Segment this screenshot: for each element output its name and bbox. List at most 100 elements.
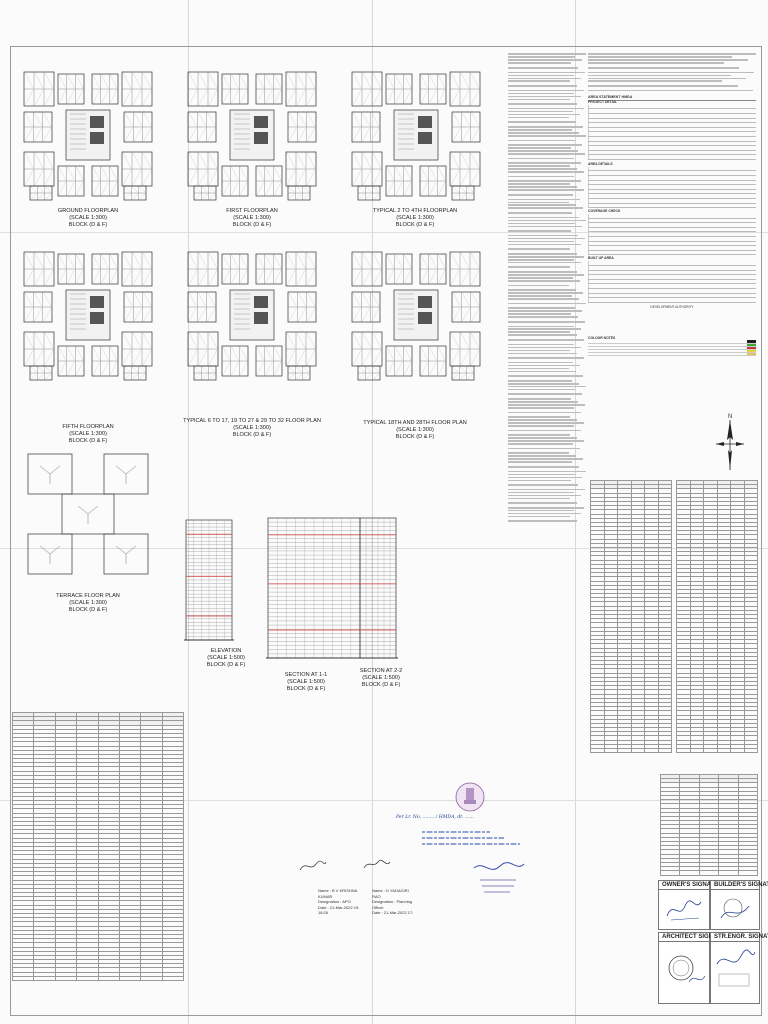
apartment-unit	[123, 291, 153, 323]
signature-mark	[716, 949, 756, 987]
joinery-schedule-table	[590, 479, 672, 754]
table-cell	[676, 747, 691, 754]
area-statement-row	[588, 150, 756, 156]
apartment-unit	[287, 365, 311, 381]
apartment-unit	[221, 73, 249, 105]
notes-line	[508, 183, 570, 185]
area-statement-row	[588, 166, 756, 172]
typical-6-32-floor-plan-drawing	[186, 250, 318, 382]
terrace-floor-plan-caption: TERRACE FLOOR PLAN(SCALE 1:300)BLOCK (D …	[56, 593, 120, 613]
apartment-unit	[255, 73, 283, 105]
notes-line	[508, 258, 574, 261]
table-row	[590, 593, 672, 599]
notes-line	[588, 53, 756, 55]
notes-line	[508, 222, 576, 225]
apartment-unit	[57, 73, 85, 105]
notes-line	[508, 502, 578, 504]
stair-lift-core	[229, 109, 275, 161]
fold-line	[372, 0, 373, 1024]
architect-signature-label: ARCHITECT SIGNATURE	[659, 933, 733, 942]
notes-line	[508, 316, 579, 318]
notes-line	[508, 171, 585, 173]
area-statement-row	[588, 104, 756, 110]
table-row	[11, 883, 185, 889]
notes-line	[508, 85, 578, 87]
apartment-unit	[221, 165, 249, 197]
notes-line	[508, 364, 580, 367]
table-row	[676, 747, 758, 754]
apartment-unit	[123, 365, 147, 381]
typical-2-4-floor-plan-caption: TYPICAL 2 TO 4TH FLOORPLAN(SCALE 1:300)B…	[372, 208, 458, 228]
notes-line	[508, 401, 579, 403]
signature-mark	[720, 898, 750, 919]
notes-line	[508, 95, 581, 98]
notes-line	[508, 416, 571, 418]
signature-mark	[666, 900, 702, 921]
notes-line	[508, 473, 576, 476]
apartment-unit	[255, 345, 283, 377]
table-row	[11, 892, 185, 898]
notes-line	[508, 461, 572, 464]
apartment-unit	[221, 345, 249, 377]
terrace-block	[27, 533, 73, 575]
notes-line	[508, 261, 581, 264]
notes-line	[508, 243, 582, 246]
apartment-unit	[285, 71, 317, 107]
table-cell	[718, 870, 739, 876]
notes-line	[508, 375, 583, 377]
apartment-unit	[91, 73, 119, 105]
table-cell	[603, 747, 618, 754]
apartment-unit	[419, 165, 447, 197]
table-row	[11, 975, 185, 982]
apartment-unit	[419, 73, 447, 105]
notes-line	[508, 385, 586, 388]
apartment-unit	[419, 345, 447, 377]
notes-line	[508, 186, 577, 188]
apartment-unit	[29, 365, 53, 381]
apartment-unit	[23, 251, 55, 287]
notes-line	[508, 437, 577, 439]
notes-line	[508, 452, 569, 455]
table-row	[676, 618, 758, 624]
table-cell	[737, 870, 759, 876]
notes-line	[508, 77, 582, 80]
apartment-unit	[351, 151, 383, 187]
area-statement-row	[588, 232, 756, 238]
apartment-unit	[385, 73, 413, 105]
notes-line	[508, 295, 572, 297]
area-statement-row	[588, 237, 756, 242]
apartment-unit	[23, 291, 53, 323]
table-row	[11, 833, 185, 839]
area-statement-row	[588, 189, 756, 195]
table-cell	[657, 747, 672, 754]
approval-seal	[470, 858, 530, 898]
elevation-drawing	[184, 514, 234, 644]
area-statement-row	[588, 293, 756, 299]
notes-line	[508, 357, 584, 359]
notes-line	[508, 429, 581, 432]
engineer-signature-label: STR.ENGR. SIGNATURE	[711, 933, 768, 942]
notes-line	[508, 466, 579, 468]
notes-line	[588, 56, 733, 58]
notes-line	[508, 313, 572, 315]
apartment-unit	[351, 251, 383, 287]
project-detail-heading: PROJECT DETAIL	[588, 99, 617, 104]
area-statement-row	[588, 114, 756, 119]
notes-line	[508, 216, 579, 219]
table-cell	[161, 975, 185, 982]
typical-6-32-floor-plan-caption: TYPICAL 6 TO 17, 19 TO 27 & 29 TO 32 FLO…	[183, 418, 321, 438]
built-up-heading: BUILT UP AREA	[588, 256, 614, 261]
typical-18-28-floor-plan-caption: TYPICAL 18TH AND 28TH FLOOR PLAN(SCALE 1…	[363, 420, 467, 440]
notes-line	[508, 320, 586, 323]
notes-line	[508, 274, 584, 276]
notes-line	[508, 240, 575, 243]
notes-line	[508, 292, 583, 294]
apartment-unit	[385, 165, 413, 197]
apartment-unit	[451, 291, 481, 323]
table-row	[676, 605, 758, 611]
table-row	[590, 747, 672, 754]
notes-line	[508, 497, 571, 500]
table-cell	[140, 975, 163, 982]
notes-line	[508, 284, 569, 287]
notes-line	[508, 307, 576, 309]
